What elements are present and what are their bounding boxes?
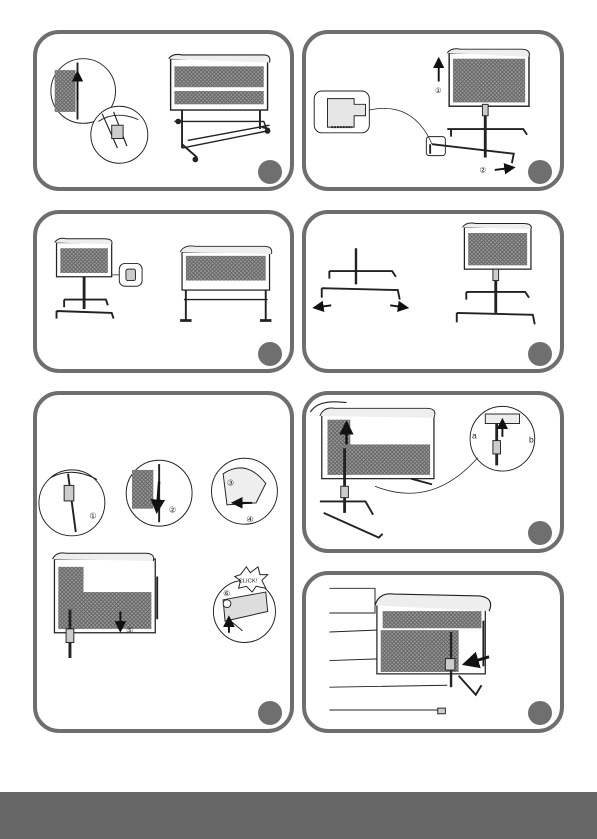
step-badge (528, 521, 552, 545)
step-7-illustration (306, 575, 560, 729)
step-4-illustration (306, 214, 560, 369)
step-panel-1 (33, 30, 294, 191)
callout-3: ③ (227, 478, 234, 487)
step-panel-5: ① ② ③ ④ ⑤ ⑥ CLICK! (33, 391, 294, 733)
step-2-illustration: ① ② (306, 34, 560, 187)
step-1-illustration (37, 34, 290, 187)
callout-a: a (472, 431, 477, 441)
step-5-illustration: ① ② ③ ④ ⑤ ⑥ CLICK! (37, 395, 290, 729)
step-badge (528, 701, 552, 725)
callout-2b: ② (169, 506, 176, 515)
footer-band (0, 792, 597, 839)
step-panel-3 (33, 210, 294, 373)
step-panel-7 (302, 571, 564, 733)
step-badge (258, 342, 282, 366)
step-panel-6: a b (302, 391, 564, 553)
callout-5: ⑤ (126, 626, 133, 635)
step-badge (258, 701, 282, 725)
callout-click: CLICK! (239, 578, 258, 584)
step-badge (528, 160, 552, 184)
callout-b: b (529, 435, 534, 445)
step-panel-4 (302, 210, 564, 373)
step-badge (528, 342, 552, 366)
callout-6: ⑥ (223, 589, 230, 598)
callout-1b: ① (89, 511, 96, 520)
callout-1: ① (435, 86, 442, 95)
step-6-illustration: a b (306, 395, 560, 549)
callout-2: ② (480, 166, 487, 175)
step-3-illustration (37, 214, 290, 369)
callout-4: ④ (246, 515, 253, 524)
step-badge (258, 160, 282, 184)
step-panel-2: ① ② (302, 30, 564, 191)
